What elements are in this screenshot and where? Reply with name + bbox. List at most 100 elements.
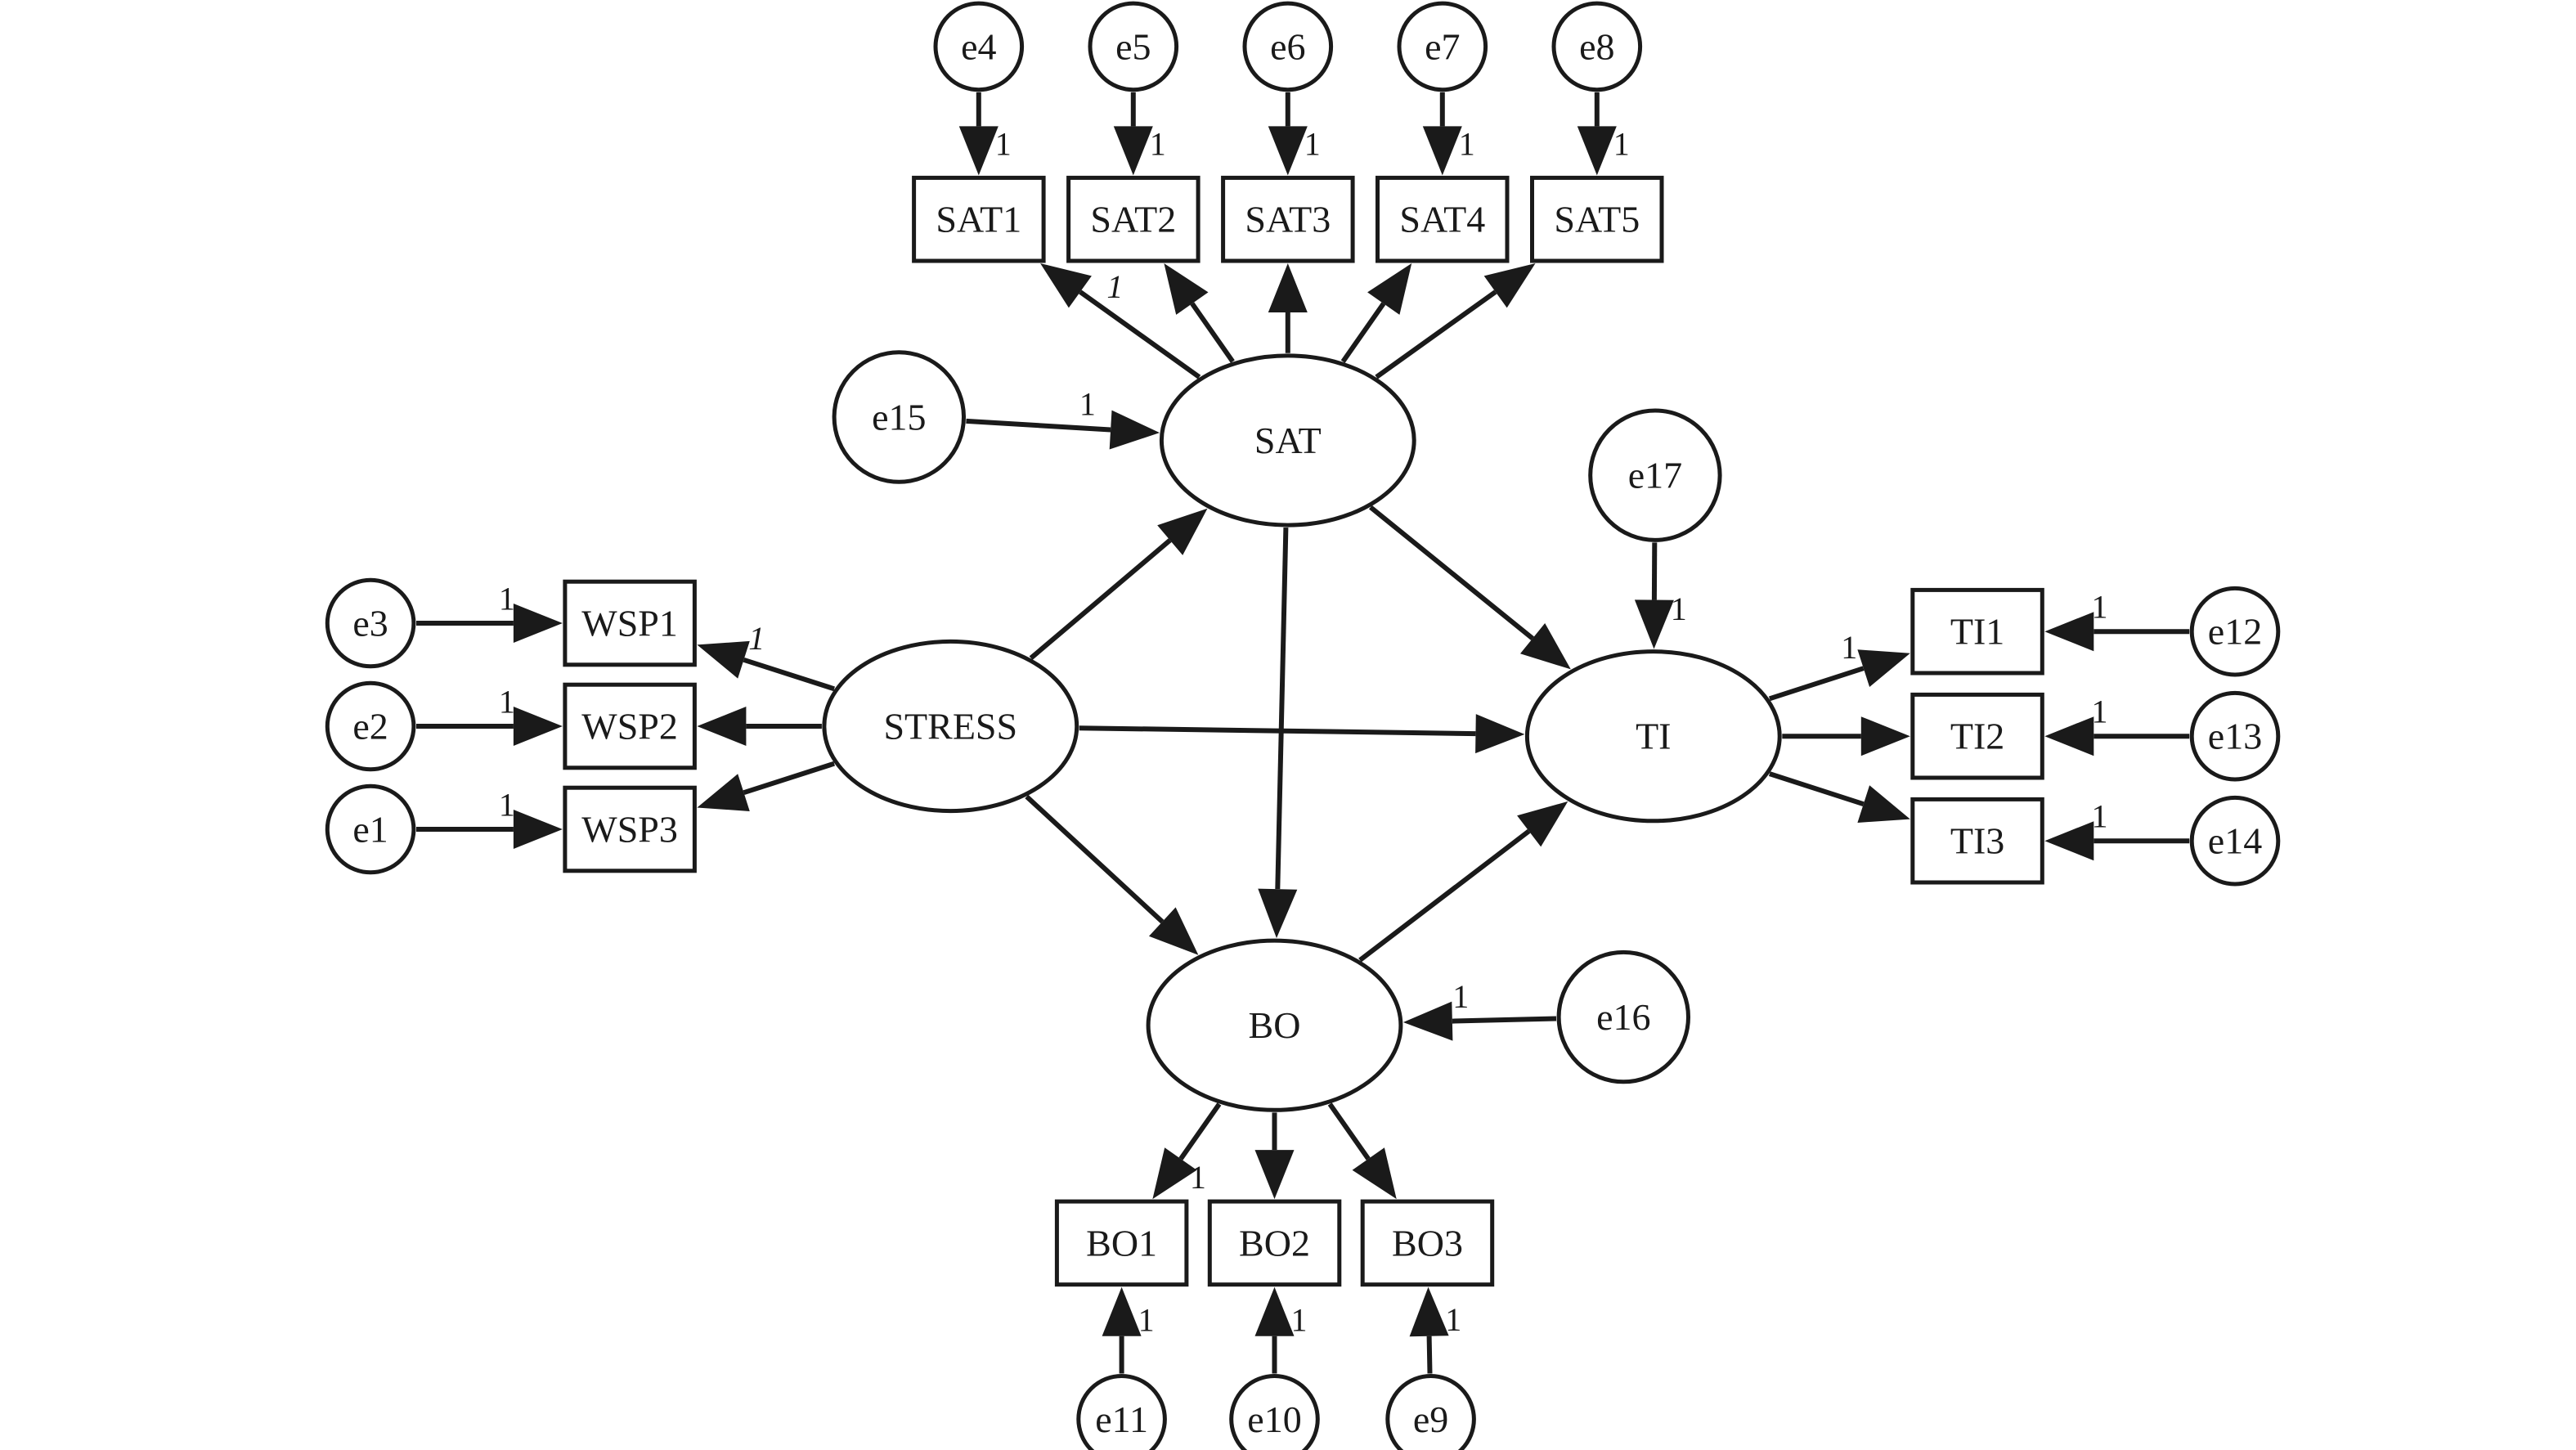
observed-variable-bo3: BO3 xyxy=(1360,1199,1495,1287)
edge-label-e1-to-WSP3: 1 xyxy=(499,787,515,824)
edge-line xyxy=(1452,1016,1557,1024)
arrowhead-icon xyxy=(513,810,563,849)
edge-line xyxy=(1369,505,1534,641)
observed-variable-bo1: BO1 xyxy=(1054,1199,1189,1287)
arrowhead-icon xyxy=(958,126,999,176)
edge-label-TI-to-TI1: 1 xyxy=(1841,629,1857,666)
circle-shape xyxy=(1556,949,1691,1084)
circle-shape xyxy=(1385,1374,1476,1450)
arrowhead-icon xyxy=(1475,714,1525,754)
edge-label-e17-to-TI: 1 xyxy=(1671,590,1687,627)
arrowhead-icon xyxy=(1857,649,1910,687)
node-label: TI xyxy=(1636,716,1671,757)
edge-line xyxy=(966,418,1111,433)
edge-label-e3-to-WSP1: 1 xyxy=(499,581,515,617)
edge-SAT-to-SAT5 xyxy=(1375,263,1536,379)
box-shape xyxy=(1910,797,2044,885)
arrowhead-icon xyxy=(513,707,563,746)
box-shape xyxy=(1910,692,2044,780)
error-term-e5: e5 xyxy=(1088,1,1179,92)
edge-TI-to-TI1 xyxy=(1768,649,1910,702)
edge-line xyxy=(743,761,836,796)
arrowhead-icon xyxy=(697,707,747,746)
edge-e3-to-WSP1 xyxy=(416,604,563,643)
arrowhead-icon xyxy=(1367,263,1412,315)
ellipse-shape xyxy=(1524,649,1782,824)
edge-e14-to-TI3 xyxy=(2044,821,2190,861)
box-shape xyxy=(1066,175,1200,263)
edge-SAT-to-SAT2 xyxy=(1164,263,1235,363)
node-label: WSP3 xyxy=(581,809,678,851)
edge-e16-to-BO xyxy=(1402,1001,1557,1041)
node-label: e17 xyxy=(1628,455,1682,496)
observed-variable-bo2: BO2 xyxy=(1207,1199,1342,1287)
node-label: e16 xyxy=(1596,996,1650,1038)
edge-TI-to-TI3 xyxy=(1768,771,1910,823)
edge-e8-to-SAT5 xyxy=(1577,92,1617,176)
edge-e1-to-WSP3 xyxy=(416,810,563,849)
arrowhead-icon xyxy=(2044,821,2094,861)
node-label: e11 xyxy=(1095,1398,1148,1440)
circle-shape xyxy=(2189,690,2281,782)
error-term-e2: e2 xyxy=(325,680,416,772)
edge-label-SAT-to-SAT1: 1 xyxy=(1106,268,1123,305)
edge-SAT-to-SAT3 xyxy=(1268,263,1308,353)
error-term-e3: e3 xyxy=(325,577,416,669)
latent-variable-sat: SAT xyxy=(1159,353,1416,527)
edges-layer xyxy=(416,92,2190,1374)
edge-line xyxy=(1426,1336,1433,1374)
observed-variable-ti2: TI2 xyxy=(1910,692,2044,780)
node-label: TI2 xyxy=(1950,716,2004,757)
node-label: WSP1 xyxy=(581,603,678,644)
node-label: SAT4 xyxy=(1399,199,1485,240)
edge-line xyxy=(1079,290,1201,379)
arrowhead-icon xyxy=(1258,888,1298,939)
arrowhead-icon xyxy=(1634,599,1674,649)
edge-label-e9-to-BO3: 1 xyxy=(1445,1301,1461,1338)
error-term-e6: e6 xyxy=(1242,1,1334,92)
node-label: SAT3 xyxy=(1245,199,1331,240)
node-label: SAT2 xyxy=(1090,199,1176,240)
edge-e17-to-TI xyxy=(1634,542,1674,649)
arrowhead-icon xyxy=(697,774,750,811)
node-label: e14 xyxy=(2208,820,2262,862)
edge-e2-to-WSP2 xyxy=(416,707,563,746)
box-shape xyxy=(1360,1199,1495,1287)
observed-variable-wsp3: WSP3 xyxy=(563,785,697,873)
edge-line xyxy=(1079,725,1476,737)
edge-line xyxy=(1275,527,1289,890)
box-shape xyxy=(563,682,697,770)
edge-TI-to-TI2 xyxy=(1782,716,1910,756)
arrowhead-icon xyxy=(1402,1001,1453,1041)
edge-STRESS-to-TI xyxy=(1079,714,1525,754)
circle-shape xyxy=(1088,1,1179,92)
arrowhead-icon xyxy=(1102,1286,1142,1336)
edge-SAT-to-BO xyxy=(1258,527,1298,939)
error-term-e4: e4 xyxy=(933,1,1025,92)
edge-label-e2-to-WSP2: 1 xyxy=(499,684,515,721)
circle-shape xyxy=(832,350,967,484)
edge-label-e5-to-SAT2: 1 xyxy=(1150,125,1166,162)
edge-line xyxy=(1340,302,1386,363)
node-label: BO3 xyxy=(1392,1222,1463,1264)
edge-line xyxy=(1358,828,1531,963)
arrowhead-icon xyxy=(1152,1147,1197,1200)
node-label: e9 xyxy=(1413,1398,1448,1440)
circle-shape xyxy=(2189,586,2281,677)
arrowhead-icon xyxy=(1520,623,1571,670)
edge-e4-to-SAT1 xyxy=(958,92,999,176)
error-term-e15: e15 xyxy=(832,350,967,484)
edge-e13-to-TI2 xyxy=(2044,716,2190,756)
arrowhead-icon xyxy=(1860,716,1910,756)
edge-line xyxy=(1190,302,1235,363)
observed-variable-sat2: SAT2 xyxy=(1066,175,1200,263)
edge-label-e8-to-SAT5: 1 xyxy=(1613,125,1630,162)
edge-SAT-to-SAT1 xyxy=(1040,263,1201,379)
error-term-e14: e14 xyxy=(2189,795,2281,887)
arrowhead-icon xyxy=(1422,126,1462,176)
node-label: BO2 xyxy=(1239,1222,1310,1264)
edge-label-e12-to-TI1: 1 xyxy=(2092,589,2108,626)
node-label: BO xyxy=(1249,1004,1301,1046)
